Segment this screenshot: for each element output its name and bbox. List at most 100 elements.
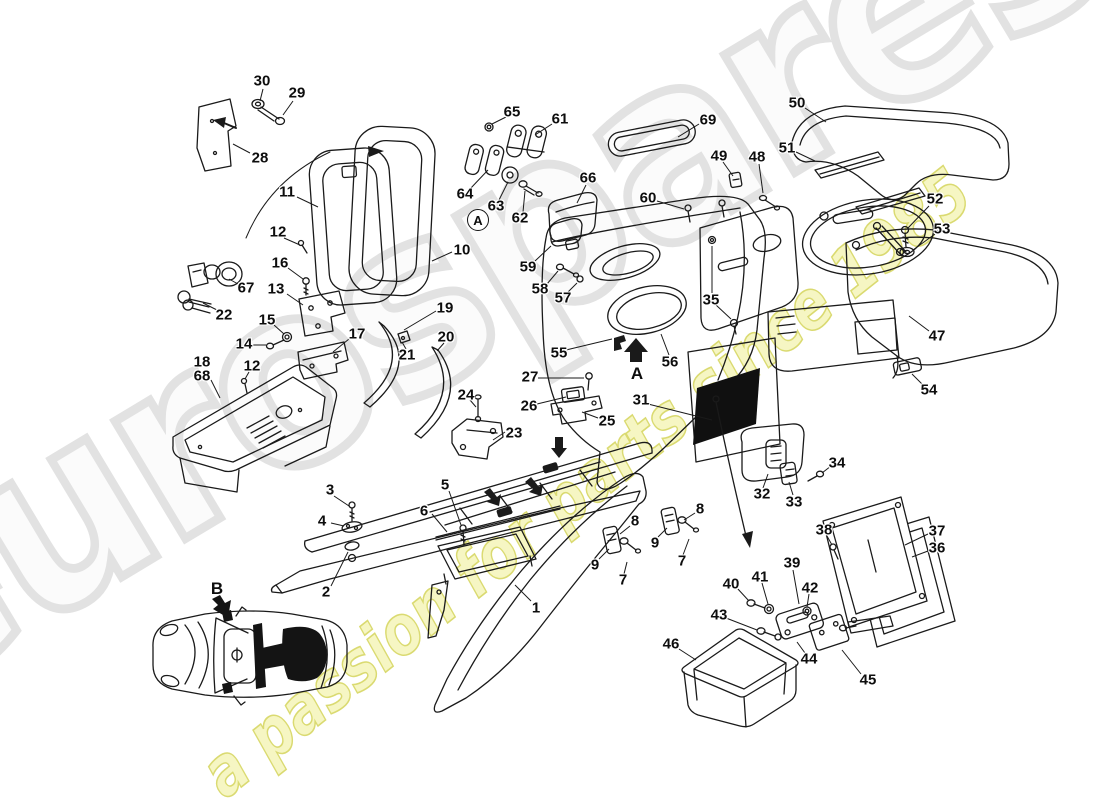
leader-line-35 (715, 304, 732, 320)
leader-line-12 (244, 371, 250, 380)
leader-line-38 (826, 535, 833, 546)
leader-line-32 (762, 473, 769, 489)
quarter-trim-panel-drawing (541, 195, 766, 490)
part-35-bulkhead-drawing (687, 205, 900, 463)
leader-line-50 (804, 107, 827, 123)
leader-line-25 (581, 411, 599, 419)
part-25-26-27-fixings-drawing (550, 372, 603, 425)
console-rail-drawing (304, 437, 653, 585)
leader-line-67 (228, 278, 239, 285)
leader-line-54 (911, 373, 924, 386)
part-5-6-rod-drawing (427, 505, 561, 639)
part-23-24-bracket-drawing (451, 394, 504, 460)
leader-line-59 (534, 245, 552, 262)
leader-line-26 (536, 396, 567, 405)
leader-line-10 (431, 251, 453, 262)
car-top-view-drawing (152, 595, 348, 706)
leader-line-51 (795, 151, 816, 162)
leader-line-62 (522, 190, 526, 213)
watermark-brand-text: eurospares (0, 0, 1100, 765)
part-39-45-brackets-drawing (746, 599, 850, 651)
leader-line-8 (619, 525, 631, 535)
leader-line-19 (403, 310, 437, 331)
arrow-left-icon (213, 117, 226, 128)
leader-line-13 (286, 293, 304, 306)
arrow-down-right-icon (742, 531, 753, 548)
leader-line-68 (210, 379, 221, 399)
leader-lines-layer (202, 88, 936, 675)
leader-line-56 (660, 333, 670, 356)
leader-line-15 (273, 324, 285, 335)
leader-line-63 (498, 181, 509, 201)
leader-line-17 (332, 338, 350, 353)
leader-line-16 (287, 267, 304, 280)
leader-line-45 (841, 649, 862, 675)
arrow-down-right-icon (484, 488, 501, 506)
leader-line-49 (722, 161, 734, 177)
part-10-11-seat-frames-drawing (245, 125, 436, 306)
leader-line-9 (657, 527, 668, 538)
leader-line-39 (792, 569, 800, 605)
leader-line-21 (401, 341, 407, 350)
leader-line-3 (333, 495, 350, 507)
leader-line-29 (282, 100, 294, 116)
part-67-latch-drawing (187, 261, 243, 288)
leader-line-55 (565, 338, 613, 351)
leader-line-4 (330, 522, 345, 527)
part-47-panel-drawing (845, 228, 1059, 379)
leader-line-37 (904, 533, 929, 546)
leader-line-7 (682, 538, 690, 556)
part-69-finisher-drawing (607, 119, 696, 157)
leader-line-61 (534, 123, 553, 136)
part-46-box-drawing (681, 628, 799, 728)
leader-line-58 (546, 270, 559, 285)
leader-line-5 (448, 490, 462, 526)
part-28-panel-drawing (196, 98, 237, 172)
part-18-68-tray-drawing (172, 364, 338, 493)
leader-line-44 (796, 641, 806, 654)
part-61-65-hinges-drawing (464, 122, 548, 197)
part-1-pillar-trim-drawing (433, 472, 647, 713)
part-66-armrest-drawing (547, 192, 598, 251)
part-22-keys-drawing (177, 290, 212, 314)
leader-line-23 (492, 431, 506, 441)
leader-line-9 (598, 548, 610, 560)
part-7-8-9-clips-drawing (602, 506, 700, 555)
leader-line-53 (912, 233, 936, 251)
watermark-brand: eurospares (0, 0, 1100, 765)
leader-line-42 (806, 593, 810, 608)
leader-line-11 (296, 196, 319, 208)
leader-line-20 (436, 342, 445, 352)
arrow-down-right-icon (525, 477, 543, 496)
leader-line-64 (469, 169, 489, 190)
part-19-20-21-hoops-drawing (363, 321, 452, 439)
arrow-up-icon (624, 338, 648, 362)
leader-line-48 (758, 163, 764, 194)
leader-line-31 (647, 403, 713, 421)
leader-line-30 (259, 88, 264, 102)
diagram-line-art (152, 98, 1059, 728)
leader-line-24 (469, 399, 477, 408)
arrow-right-icon (368, 146, 384, 157)
part-29-30-bolt-drawing (251, 98, 286, 126)
part-36-37-panels-drawing (822, 496, 956, 648)
arrow-b-icon (212, 595, 231, 618)
leader-line-66 (576, 184, 587, 204)
leader-line-40 (736, 587, 750, 602)
leader-line-7 (623, 561, 628, 575)
leader-line-57 (567, 282, 578, 293)
leader-line-22 (202, 302, 218, 311)
leader-line-69 (677, 123, 700, 138)
leader-line-33 (788, 481, 794, 496)
leader-line-47 (908, 315, 930, 332)
leader-line-41 (761, 582, 769, 605)
mounting-plate-drawing (801, 198, 935, 276)
leader-line-6 (431, 513, 448, 533)
leader-line-46 (678, 648, 697, 661)
leader-line-43 (725, 617, 758, 631)
leader-line-2 (330, 551, 349, 587)
leader-line-28 (232, 143, 251, 154)
part-50-51-shelf-drawing (791, 105, 1010, 215)
part-32-33-34-drawing (740, 423, 825, 486)
part-48-49-60-fixings-drawing (684, 171, 781, 223)
